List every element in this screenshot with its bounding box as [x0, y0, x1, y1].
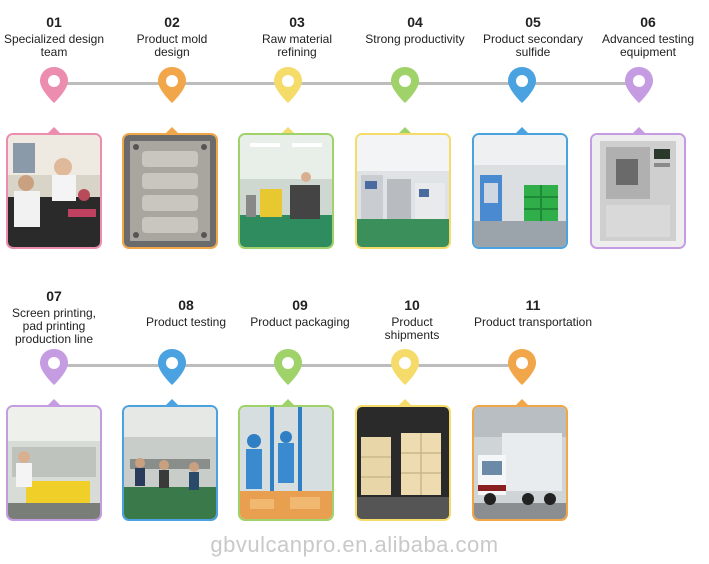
- photo-pointer: [399, 399, 411, 405]
- photo-pointer: [399, 127, 411, 133]
- step-01: 01 Specialized design team: [0, 14, 108, 59]
- map-pin-icon: [273, 66, 303, 104]
- map-pin-icon: [273, 348, 303, 386]
- map-pin-icon: [624, 66, 654, 104]
- step-10: 10 Product shipments: [358, 297, 466, 342]
- map-pin-icon: [157, 348, 187, 386]
- step-label: Advanced testing equipment: [601, 32, 695, 59]
- step-number: 10: [404, 297, 420, 313]
- map-pin-icon: [39, 66, 69, 104]
- step-label: Product secondary sulfide: [482, 32, 584, 59]
- step-03: 03 Raw material refining: [243, 14, 351, 59]
- step-number: 06: [640, 14, 656, 30]
- photo-product-transportation: [472, 405, 568, 521]
- step-07: 07 Screen printing, pad printing product…: [0, 288, 108, 346]
- photo-testing-equipment: [590, 133, 686, 249]
- step-04: 04 Strong productivity: [361, 14, 469, 46]
- step-number: 07: [46, 288, 62, 304]
- photo-pointer: [166, 399, 178, 405]
- step-label: Raw material refining: [261, 32, 333, 59]
- step-05: 05 Product secondary sulfide: [479, 14, 587, 59]
- map-pin-icon: [390, 66, 420, 104]
- step-label: Product shipments: [384, 315, 440, 342]
- step-label: Product mold design: [136, 32, 208, 59]
- step-11: 11 Product transportation: [463, 297, 603, 329]
- photo-product-shipments: [355, 405, 451, 521]
- photo-product-testing: [122, 405, 218, 521]
- photo-secondary-sulfide: [472, 133, 568, 249]
- photo-design-team: [6, 133, 102, 249]
- step-number: 05: [525, 14, 541, 30]
- photo-pointer: [633, 127, 645, 133]
- watermark: gbvulcanpro.en.alibaba.com: [210, 532, 499, 557]
- step-09: 09 Product packaging: [246, 297, 354, 329]
- step-label: Specialized design team: [3, 32, 105, 59]
- map-pin-icon: [39, 348, 69, 386]
- step-label: Product transportation: [473, 315, 593, 329]
- map-pin-icon: [390, 348, 420, 386]
- photo-pointer: [516, 127, 528, 133]
- timeline-line-row1: [55, 82, 640, 85]
- step-06: 06 Advanced testing equipment: [594, 14, 702, 59]
- photo-raw-material: [238, 133, 334, 249]
- photo-pointer: [48, 399, 60, 405]
- step-label: Product testing: [145, 315, 227, 329]
- map-pin-icon: [507, 348, 537, 386]
- step-label: Strong productivity: [365, 32, 465, 46]
- photo-productivity: [355, 133, 451, 249]
- photo-product-packaging: [238, 405, 334, 521]
- step-number: 01: [46, 14, 62, 30]
- photo-screen-printing: [6, 405, 102, 521]
- photo-mold-design: [122, 133, 218, 249]
- step-08: 08 Product testing: [132, 297, 240, 329]
- step-number: 11: [525, 297, 541, 313]
- photo-pointer: [282, 399, 294, 405]
- step-number: 03: [289, 14, 305, 30]
- photo-pointer: [516, 399, 528, 405]
- step-02: 02 Product mold design: [118, 14, 226, 59]
- step-number: 08: [178, 297, 194, 313]
- step-number: 09: [292, 297, 308, 313]
- photo-pointer: [282, 127, 294, 133]
- map-pin-icon: [157, 66, 187, 104]
- map-pin-icon: [507, 66, 537, 104]
- step-number: 04: [407, 14, 423, 30]
- photo-pointer: [166, 127, 178, 133]
- photo-pointer: [48, 127, 60, 133]
- step-label: Screen printing, pad printing production…: [11, 306, 97, 346]
- step-label: Product packaging: [250, 315, 350, 329]
- step-number: 02: [164, 14, 180, 30]
